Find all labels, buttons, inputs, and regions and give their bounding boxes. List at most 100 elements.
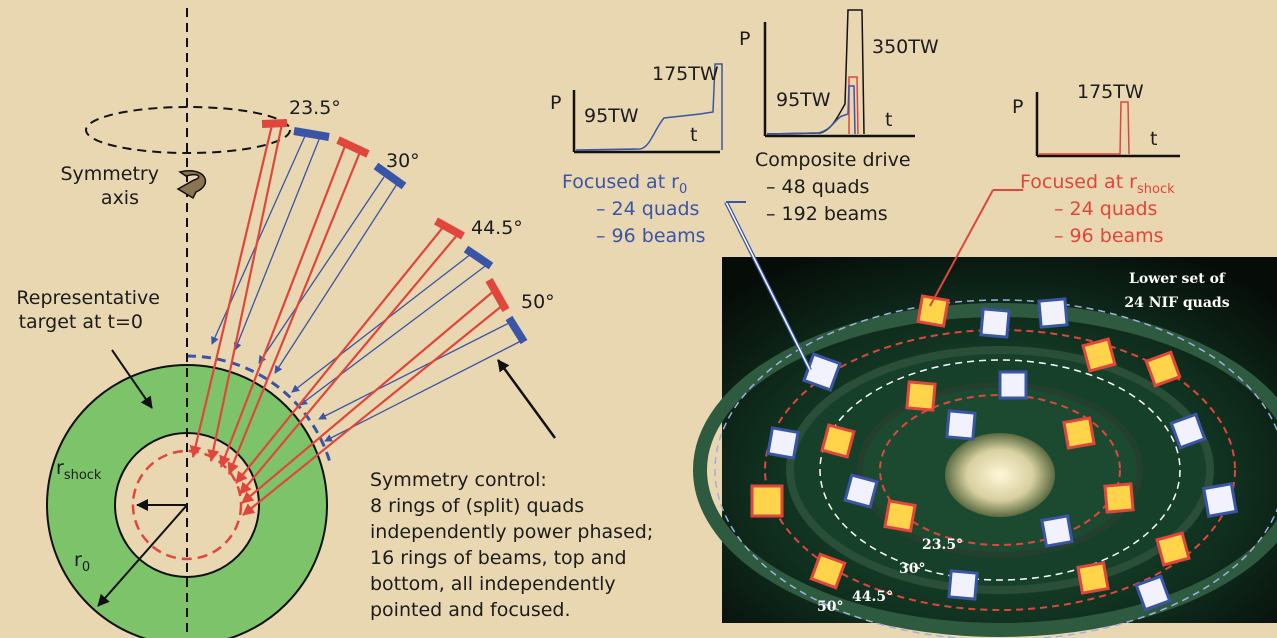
red-beam — [207, 123, 284, 462]
pulse-graph-composite: P t 95TW 350TW — [739, 9, 939, 138]
quad-yellow — [820, 423, 856, 459]
svg-text:P: P — [739, 28, 750, 50]
target-label: Representative — [16, 287, 160, 309]
shock-radius-circle — [131, 449, 243, 561]
symmetry-control-arrow — [496, 359, 557, 439]
svg-text:16 rings of beams, top and: 16 rings of beams, top and — [370, 547, 627, 569]
r0-photo-arrow-inner — [725, 201, 811, 371]
quad-yellow — [809, 552, 847, 590]
quad-yellow — [905, 380, 937, 412]
pulse-trace-blue — [575, 63, 723, 151]
red-dashed-ring-inner — [879, 394, 1121, 546]
red-beam — [235, 225, 445, 484]
target-diagram: Symmetry axis Representative target at t… — [16, 8, 653, 638]
svg-text:Focused at rshock: Focused at rshock — [1020, 171, 1175, 197]
quad-yellow — [1144, 350, 1182, 388]
port-red-44-5 — [434, 217, 465, 240]
port-red-23-5 — [261, 119, 288, 128]
red-beam — [227, 151, 362, 475]
pulse-trace-red-shock — [1039, 101, 1130, 155]
red-beam — [189, 124, 274, 458]
blue-beam — [324, 340, 522, 442]
quad-blue — [979, 307, 1011, 339]
port-blue-23-5 — [293, 127, 330, 141]
blue-beam — [274, 183, 398, 374]
chamber-center-glow — [945, 433, 1055, 517]
pulse-graph-shock: P t 175TW — [1012, 81, 1180, 158]
svg-text:– 96 beams: – 96 beams — [1054, 225, 1164, 247]
caption-composite: Composite drive – 48 quads – 192 beams — [755, 149, 911, 225]
quad-blue — [1134, 574, 1172, 612]
svg-text:95TW: 95TW — [776, 89, 831, 111]
quad-blue — [843, 473, 879, 509]
svg-text:8 rings of (split) quads: 8 rings of (split) quads — [370, 495, 584, 517]
red-beams — [189, 123, 504, 516]
pulse-graph-r0: P t 95TW 175TW — [550, 63, 723, 154]
target-label-2: target at t=0 — [19, 311, 143, 333]
blue-beam — [291, 253, 472, 393]
photo-angle-44-5: 44.5° — [852, 589, 893, 605]
svg-text:P: P — [550, 92, 561, 114]
quad-yellow — [883, 499, 917, 533]
quad-blue — [1169, 412, 1207, 450]
photo-title: Lower set of — [1129, 271, 1226, 287]
svg-text:pointed and focused.: pointed and focused. — [370, 599, 571, 621]
svg-text:independently power phased;: independently power phased; — [370, 521, 653, 543]
blue-beam — [258, 176, 385, 364]
nif-photo-panel: Lower set of 24 NIF quads 23.5° 30° 44.5… — [693, 189, 1277, 638]
symmetry-axis-label-2: axis — [101, 187, 139, 209]
quad-blue — [1040, 514, 1074, 548]
caption-focused-r0: Focused at r0 – 24 quads – 96 beams — [562, 171, 706, 247]
angle-label-23-5: 23.5° — [289, 97, 341, 119]
quad-blue — [1202, 482, 1238, 518]
caption-focused-shock: Focused at rshock – 24 quads – 96 beams — [1020, 171, 1175, 247]
quad-yellow — [1081, 337, 1117, 373]
red-beam — [241, 289, 496, 504]
svg-text:350TW: 350TW — [872, 36, 939, 58]
svg-text:t: t — [690, 124, 697, 146]
symmetry-axis-label: Symmetry — [60, 163, 159, 185]
shock-photo-arrow — [929, 189, 994, 307]
svg-text:Focused at r0: Focused at r0 — [562, 171, 687, 197]
svg-text:P: P — [1012, 96, 1023, 118]
quad-yellow — [1062, 416, 1096, 450]
target-pointer-arrow — [111, 349, 153, 409]
port-red-50 — [485, 278, 510, 312]
port-blue-50 — [505, 315, 528, 345]
red-dashed-ring-outer — [764, 329, 1236, 611]
r0-arrow — [97, 504, 188, 607]
angle-label-50: 50° — [521, 291, 555, 313]
red-beam — [242, 304, 504, 516]
svg-text:– 96 beams: – 96 beams — [596, 225, 706, 247]
svg-text:bottom, all independently: bottom, all independently — [370, 573, 616, 595]
svg-text:– 48 quads: – 48 quads — [766, 176, 869, 198]
angle-label-30: 30° — [386, 150, 420, 172]
port-blue-30 — [373, 162, 407, 190]
port-blue-44-5 — [463, 245, 494, 270]
yellow-quads — [750, 294, 1191, 595]
svg-text:– 192 beams: – 192 beams — [766, 203, 888, 225]
symmetry-control-text: Symmetry control: 8 rings of (split) qua… — [370, 469, 653, 621]
port-red-30 — [336, 136, 370, 158]
svg-text:Symmetry control:: Symmetry control: — [370, 469, 547, 491]
svg-text:95TW: 95TW — [584, 105, 639, 127]
symmetry-rotation-ellipse — [85, 106, 291, 154]
angle-label-44-5: 44.5° — [471, 217, 523, 239]
blue-beam — [233, 136, 321, 351]
r0-dashed-arc — [186, 354, 333, 467]
quad-blue — [947, 569, 979, 601]
svg-text:– 24 quads: – 24 quads — [1054, 198, 1157, 220]
quad-blue — [766, 426, 800, 460]
svg-text:175TW: 175TW — [652, 63, 719, 85]
photo-angle-30: 30° — [899, 561, 925, 577]
svg-text:t: t — [1150, 128, 1157, 150]
quad-blue — [998, 370, 1028, 400]
quad-blue — [945, 409, 977, 441]
pulse-trace-blue-composite — [766, 85, 856, 135]
red-beam — [239, 233, 459, 495]
photo-angle-23-5: 23.5° — [922, 537, 963, 553]
quad-blue — [1037, 297, 1069, 329]
beam-ports — [261, 119, 528, 345]
quad-yellow — [1103, 482, 1135, 514]
